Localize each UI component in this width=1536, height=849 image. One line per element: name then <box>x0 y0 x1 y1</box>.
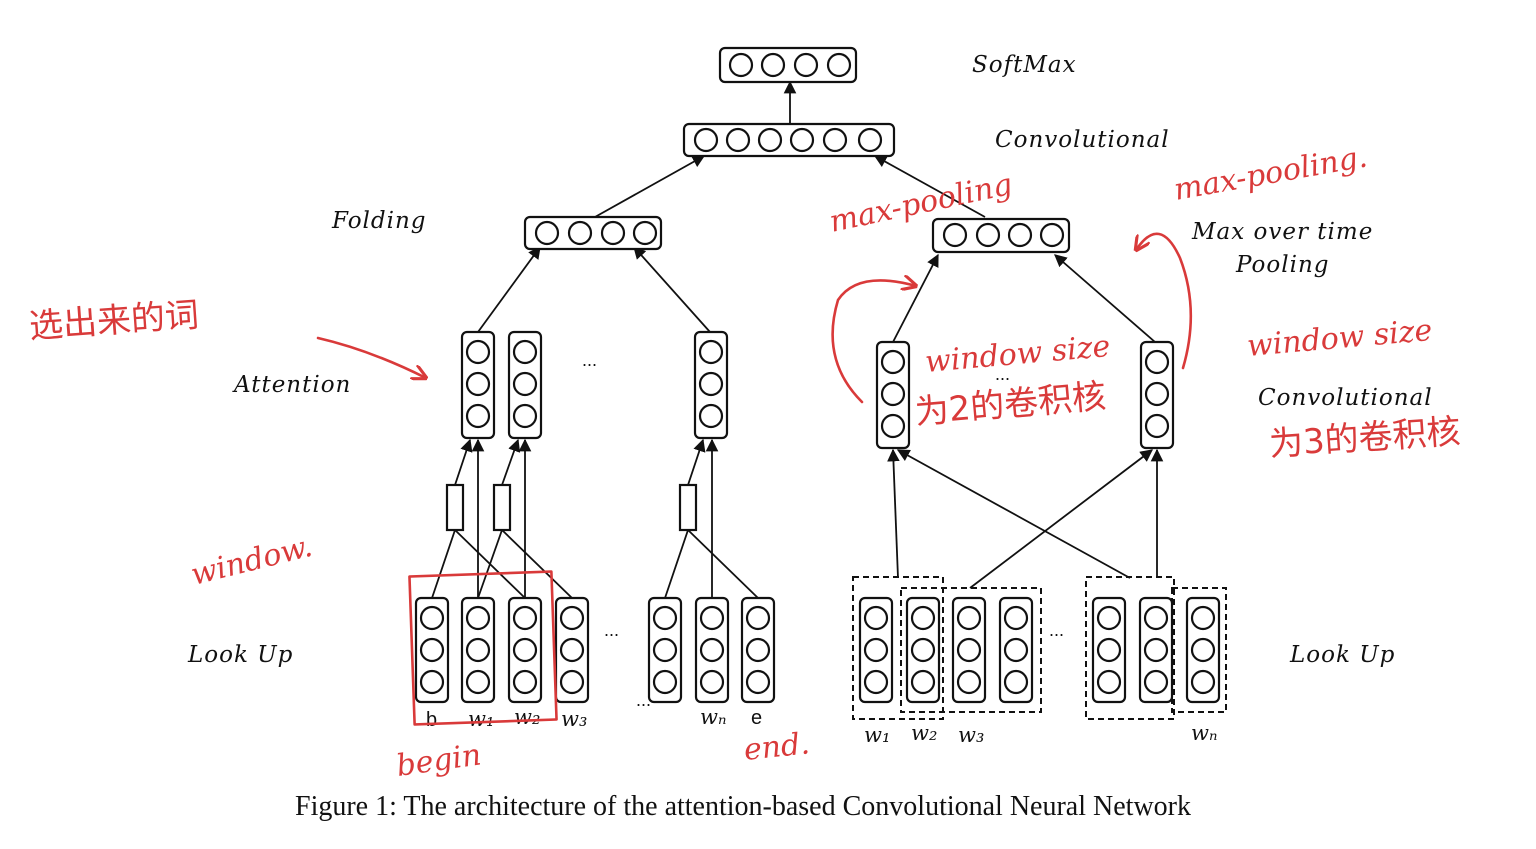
attention-gate-1 <box>445 483 465 532</box>
lookup-r-vector-w2 <box>905 596 941 704</box>
annotation-curved-arrow <box>831 280 916 404</box>
token-w1: w₁ <box>468 707 494 731</box>
annotation-window-size-right: window size <box>1246 313 1434 364</box>
conv-window-1 <box>852 576 944 720</box>
lookup-vector-wn <box>694 596 730 704</box>
attention-column-1 <box>460 330 496 440</box>
pooling-label: Pooling <box>1235 252 1330 278</box>
token-r-w1: w₁ <box>864 723 890 747</box>
lookup-r-vector-wn-2 <box>1091 596 1127 704</box>
token-w3: w₃ <box>561 707 587 731</box>
softmax-layer <box>718 46 858 84</box>
conv-window-n-1 <box>1085 576 1175 720</box>
convolutional-column-2 <box>1139 340 1175 450</box>
lookup-r-vector-w3 <box>951 596 987 704</box>
folding-layer <box>523 215 663 251</box>
lookup-vector-w1 <box>460 596 496 704</box>
conv-window-n <box>1171 587 1227 713</box>
edge-attn-to-folding <box>633 246 711 333</box>
annotation-selected-words: 选出来的词 <box>28 295 200 347</box>
token-e: e <box>751 707 762 729</box>
annotation-window-box <box>408 570 558 726</box>
edge-folding-to-conv <box>594 155 706 218</box>
token-r-w2: w₂ <box>911 721 937 745</box>
edge-maxpool-to-conv <box>873 155 986 218</box>
convolutional-right-label: Convolutional <box>1258 385 1433 411</box>
conv-window-2 <box>900 587 1042 713</box>
annotation-kernel-3: 为3的卷积核 <box>1268 412 1462 465</box>
attention-column-n <box>693 330 729 440</box>
max-over-time-pooling-layer <box>931 217 1071 254</box>
attention-column-2 <box>507 330 543 440</box>
token-w2: w₂ <box>514 705 540 729</box>
annotation-kernel-2: 为2的卷积核 <box>913 376 1107 433</box>
annotation-begin: begin <box>394 737 483 783</box>
edge-conv1-to-maxpool <box>892 253 939 343</box>
lookup-vector-w2 <box>507 596 543 704</box>
annotation-window: window. <box>187 529 315 593</box>
edge-gate1-to-att1 <box>454 438 473 486</box>
lookup-vector-e <box>740 596 776 704</box>
attention-ellipsis: ... <box>582 350 597 370</box>
lookup-left-label: Look Up <box>187 642 293 668</box>
annotation-upward-arrow <box>1136 232 1193 370</box>
lookup-vector-b <box>414 596 450 704</box>
conv-ellipsis: ... <box>995 364 1010 384</box>
lookup-right <box>852 576 1227 720</box>
convolutional-top-label: Convolutional <box>995 127 1170 153</box>
lookup-right-label: Look Up <box>1289 642 1395 668</box>
lookup-r-vector-wn <box>1185 596 1221 704</box>
token-r-wn: wₙ <box>1191 721 1218 745</box>
lookup-right-ellipsis: ... <box>1049 620 1064 640</box>
lookup-r-vector-w1 <box>858 596 894 704</box>
edge-win1-to-conv1 <box>887 448 900 579</box>
edge-conv2-to-maxpool <box>1054 254 1156 343</box>
annotation-end: end. <box>742 726 811 768</box>
softmax-label: SoftMax <box>972 52 1077 78</box>
edge-att1-to-folding <box>477 245 541 333</box>
token-left-ellipsis: ... <box>636 690 651 710</box>
lookup-left-ellipsis: ... <box>604 620 619 640</box>
attention-gate-2 <box>492 483 512 532</box>
attention-gate-n <box>678 483 698 532</box>
max-over-time-label: Max over time <box>1191 219 1373 245</box>
annotation-arrow-to-attention <box>316 336 426 378</box>
edge-gaten-to-attn <box>687 438 706 486</box>
top-convolutional-layer <box>682 122 896 158</box>
attention-label: Attention <box>232 372 351 398</box>
annotation-max-pooling-right: max-pooling. <box>1171 139 1370 207</box>
token-r-w3: w₃ <box>958 723 984 747</box>
edge-gate2-to-att2 <box>501 438 521 486</box>
token-b: b <box>426 709 437 731</box>
folding-label: Folding <box>331 208 427 234</box>
lookup-r-vector-w4 <box>998 596 1034 704</box>
annotation-window-size-mid: window size <box>924 329 1112 380</box>
lookup-vector-wn-1 <box>647 596 683 704</box>
figure-caption: Figure 1: The architecture of the attent… <box>295 791 1191 822</box>
token-wn: wₙ <box>700 705 727 729</box>
convolutional-column-1 <box>875 340 911 450</box>
lookup-left <box>414 596 776 704</box>
lookup-vector-w3 <box>554 596 590 704</box>
lookup-r-vector-wn-1 <box>1138 596 1174 704</box>
